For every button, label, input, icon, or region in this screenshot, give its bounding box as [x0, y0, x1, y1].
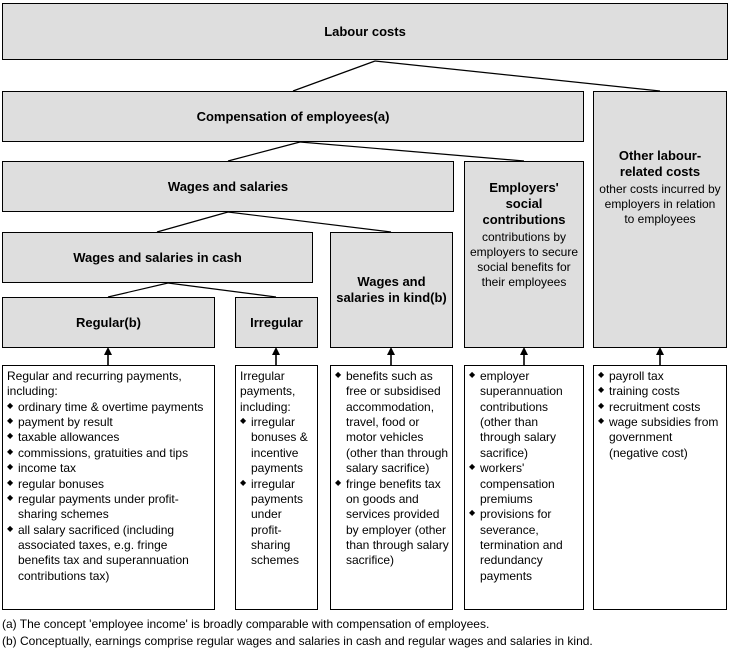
connector-cash-to-irregular: [167, 282, 277, 298]
connector-compensation-to-wages: [227, 141, 301, 162]
list-item: wage subsidies from government (negative…: [598, 414, 723, 461]
arrowhead-icon: [272, 347, 280, 355]
list-item: irregular payments under profit-sharing …: [240, 476, 314, 569]
connector-compensation-to-employers: [299, 141, 525, 162]
node-wages-and-salaries[interactable]: Wages and salaries: [2, 161, 454, 212]
arrowhead-icon: [104, 347, 112, 355]
list-item: ordinary time & overtime payments: [7, 399, 211, 415]
list-item: commissions, gratuities and tips: [7, 445, 211, 461]
node-other-labour-sub: other costs incurred by employers in rel…: [599, 181, 721, 226]
arrowhead-icon: [656, 347, 664, 355]
node-labour-costs-label: Labour costs: [324, 23, 406, 39]
node-wages-kind-label: Wages and salaries in kind(b): [336, 274, 447, 305]
node-employers-social-label: Employers' social contributions: [482, 180, 566, 227]
connector-labour-to-other: [374, 60, 661, 92]
connector-labour-to-compensation: [292, 60, 376, 92]
details-other-labour-list: payroll tax training costs recruitment c…: [598, 368, 723, 461]
node-wages-salaries-label: Wages and salaries: [167, 178, 289, 194]
connector-wages-to-kind: [227, 211, 392, 233]
details-irregular-intro: Irregular payments, including:: [240, 369, 296, 414]
node-irregular[interactable]: Irregular: [235, 297, 318, 348]
details-irregular[interactable]: Irregular payments, including: irregular…: [235, 365, 318, 610]
node-other-labour-related-costs[interactable]: Other labour-related costs other costs i…: [593, 91, 727, 348]
list-item: all salary sacrificed (including associa…: [7, 522, 211, 584]
node-regular-label: Regular(b): [76, 314, 141, 330]
arrowhead-icon: [520, 347, 528, 355]
details-regular[interactable]: Regular and recurring payments, includin…: [2, 365, 215, 610]
list-item: regular bonuses: [7, 475, 211, 492]
node-wages-and-salaries-in-cash[interactable]: Wages and salaries in cash: [2, 232, 313, 283]
list-item: provisions for severance, termination an…: [469, 506, 580, 584]
details-other-labour[interactable]: payroll tax training costs recruitment c…: [593, 365, 727, 610]
node-employers-social-sub: contributions by employers to secure soc…: [469, 229, 579, 289]
node-labour-costs[interactable]: Labour costs: [2, 3, 728, 60]
details-employers-social[interactable]: employer superannuation contributions (o…: [464, 365, 584, 610]
details-irregular-list: irregular bonuses & incentive payments i…: [240, 414, 314, 569]
list-item: income tax: [7, 460, 211, 476]
footnote-b: (b) Conceptually, earnings comprise regu…: [2, 634, 593, 649]
arrowhead-icon: [387, 347, 395, 355]
details-wages-in-kind-list: benefits such as free or subsidised acco…: [335, 368, 449, 569]
list-item: workers' compensation premiums: [469, 460, 580, 507]
footnote-a: (a) The concept 'employee income' is bro…: [2, 617, 490, 631]
node-other-labour-label: Other labour-related costs: [618, 148, 702, 179]
node-compensation-label: Compensation of employees(a): [196, 108, 390, 124]
details-wages-in-kind[interactable]: benefits such as free or subsidised acco…: [330, 365, 453, 610]
node-wages-cash-label: Wages and salaries in cash: [73, 249, 242, 265]
connector-cash-to-regular: [107, 282, 169, 298]
list-item: payroll tax: [598, 368, 723, 384]
node-wages-and-salaries-in-kind[interactable]: Wages and salaries in kind(b): [330, 232, 453, 348]
list-item: fringe benefits tax on goods and service…: [335, 476, 449, 569]
node-compensation-of-employees[interactable]: Compensation of employees(a): [2, 91, 584, 142]
node-employers-social-contributions[interactable]: Employers' social contributions contribu…: [464, 161, 584, 348]
connector-wages-to-cash: [156, 211, 229, 233]
list-item: payment by result: [7, 414, 211, 430]
list-item: irregular bonuses & incentive payments: [240, 414, 314, 476]
list-item: training costs: [598, 383, 723, 399]
list-item: recruitment costs: [598, 399, 723, 415]
node-regular[interactable]: Regular(b): [2, 297, 215, 348]
list-item: employer superannuation contributions (o…: [469, 368, 580, 461]
details-regular-list: ordinary time & overtime payments paymen…: [7, 399, 211, 584]
list-item: taxable allowances: [7, 429, 211, 445]
node-irregular-label: Irregular: [250, 314, 303, 330]
details-employers-social-list: employer superannuation contributions (o…: [469, 368, 580, 584]
list-item: benefits such as free or subsidised acco…: [335, 368, 449, 477]
details-regular-intro: Regular and recurring payments, includin…: [7, 369, 182, 399]
list-item: regular payments under profit-sharing sc…: [7, 491, 211, 523]
footnotes: (a) The concept 'employee income' is bro…: [2, 616, 728, 651]
